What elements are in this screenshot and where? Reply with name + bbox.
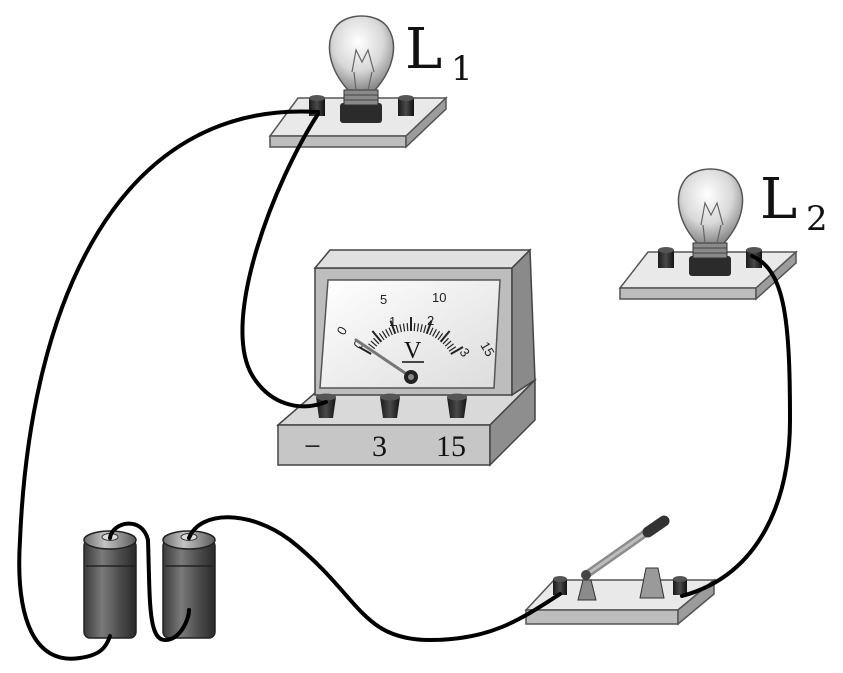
voltmeter-unit-label: V — [404, 338, 422, 364]
scale-minor-tick — [429, 327, 434, 336]
voltmeter-scale — [358, 317, 464, 355]
voltmeter-needle — [354, 338, 418, 384]
bulb-l2[interactable]: L 2 — [618, 167, 828, 301]
switch-right-terminal[interactable] — [673, 576, 687, 595]
bulb-l1-right-terminal[interactable] — [398, 95, 414, 116]
voltmeter-terminal-3[interactable] — [380, 393, 400, 419]
bulb-l2-label: L — [760, 167, 797, 232]
scale-major-tick — [358, 346, 372, 355]
bulb-l1-glass — [328, 15, 395, 91]
bulb-l1-label-subscript: 1 — [451, 49, 473, 89]
scale-minor-tick — [388, 327, 393, 336]
wire-battery-to-switch — [187, 515, 562, 642]
switch-hinge-post — [577, 579, 597, 601]
scale-minor-tick — [395, 324, 399, 333]
wire-l1-to-battery — [17, 109, 320, 661]
wire-l1-to-voltmeter-negative — [240, 112, 328, 409]
scale-minor-tick — [444, 340, 452, 347]
scale-minor-tick — [385, 329, 390, 337]
scale-minor-tick — [381, 330, 388, 339]
scale-minor-tick — [402, 323, 406, 332]
scale-top-label-15: 15 — [477, 339, 497, 359]
terminal-label-3: 3 — [372, 430, 387, 463]
bulb-l1[interactable]: L 1 — [268, 15, 473, 149]
knife-switch[interactable] — [524, 515, 717, 626]
switch-blade[interactable] — [581, 526, 654, 580]
scale-major-tick — [450, 346, 464, 355]
switch-left-terminal[interactable] — [553, 576, 567, 595]
wire-battery-link — [108, 521, 191, 642]
bulb-l1-label: L — [405, 17, 442, 82]
scale-bottom-label-1: 1 — [389, 314, 396, 329]
bulb-l2-glass — [677, 168, 744, 244]
scale-top-label-5: 5 — [380, 292, 387, 307]
scale-minor-tick — [406, 323, 409, 332]
bulb-l2-socket — [689, 242, 731, 276]
battery-right[interactable] — [162, 530, 216, 639]
scale-minor-tick — [446, 343, 454, 350]
terminal-label-15: 15 — [436, 430, 466, 463]
scale-minor-tick — [373, 337, 380, 345]
wires — [17, 109, 792, 661]
scale-major-tick — [439, 330, 451, 343]
scale-bottom-label-2: 2 — [427, 313, 434, 328]
switch-contact-clip — [639, 567, 665, 599]
scale-minor-tick — [413, 323, 416, 332]
bulb-l2-label-subscript: 2 — [806, 199, 828, 239]
voltmeter-dial-face — [319, 279, 501, 389]
scale-minor-tick — [432, 329, 437, 337]
scale-minor-tick — [399, 324, 402, 333]
scale-minor-tick — [448, 346, 457, 352]
bulb-l1-socket — [340, 89, 382, 123]
wire-switch-to-l2 — [680, 254, 792, 598]
scale-major-tick — [371, 330, 383, 343]
scale-minor-tick — [437, 332, 444, 341]
voltmeter-terminal-15[interactable] — [447, 393, 467, 419]
scale-minor-tick — [442, 337, 449, 345]
scale-major-tick — [425, 320, 433, 335]
scale-minor-tick — [423, 324, 427, 333]
scale-minor-tick — [434, 330, 441, 339]
scale-minor-tick — [370, 340, 378, 347]
switch-base-board — [524, 578, 717, 626]
scale-major-tick — [389, 320, 397, 335]
voltmeter[interactable]: 0 5 10 15 0 1 2 3 V − 3 15 — [275, 248, 537, 467]
battery-left[interactable] — [83, 530, 137, 639]
scale-minor-tick — [420, 324, 423, 333]
scale-minor-tick — [378, 332, 385, 341]
scale-top-label-10: 10 — [432, 290, 446, 305]
terminal-label-negative: − — [304, 430, 321, 463]
scale-minor-tick — [368, 343, 376, 350]
switch-handle[interactable] — [642, 515, 670, 538]
bulb-l2-left-terminal[interactable] — [658, 247, 674, 268]
scale-minor-tick — [416, 323, 420, 332]
